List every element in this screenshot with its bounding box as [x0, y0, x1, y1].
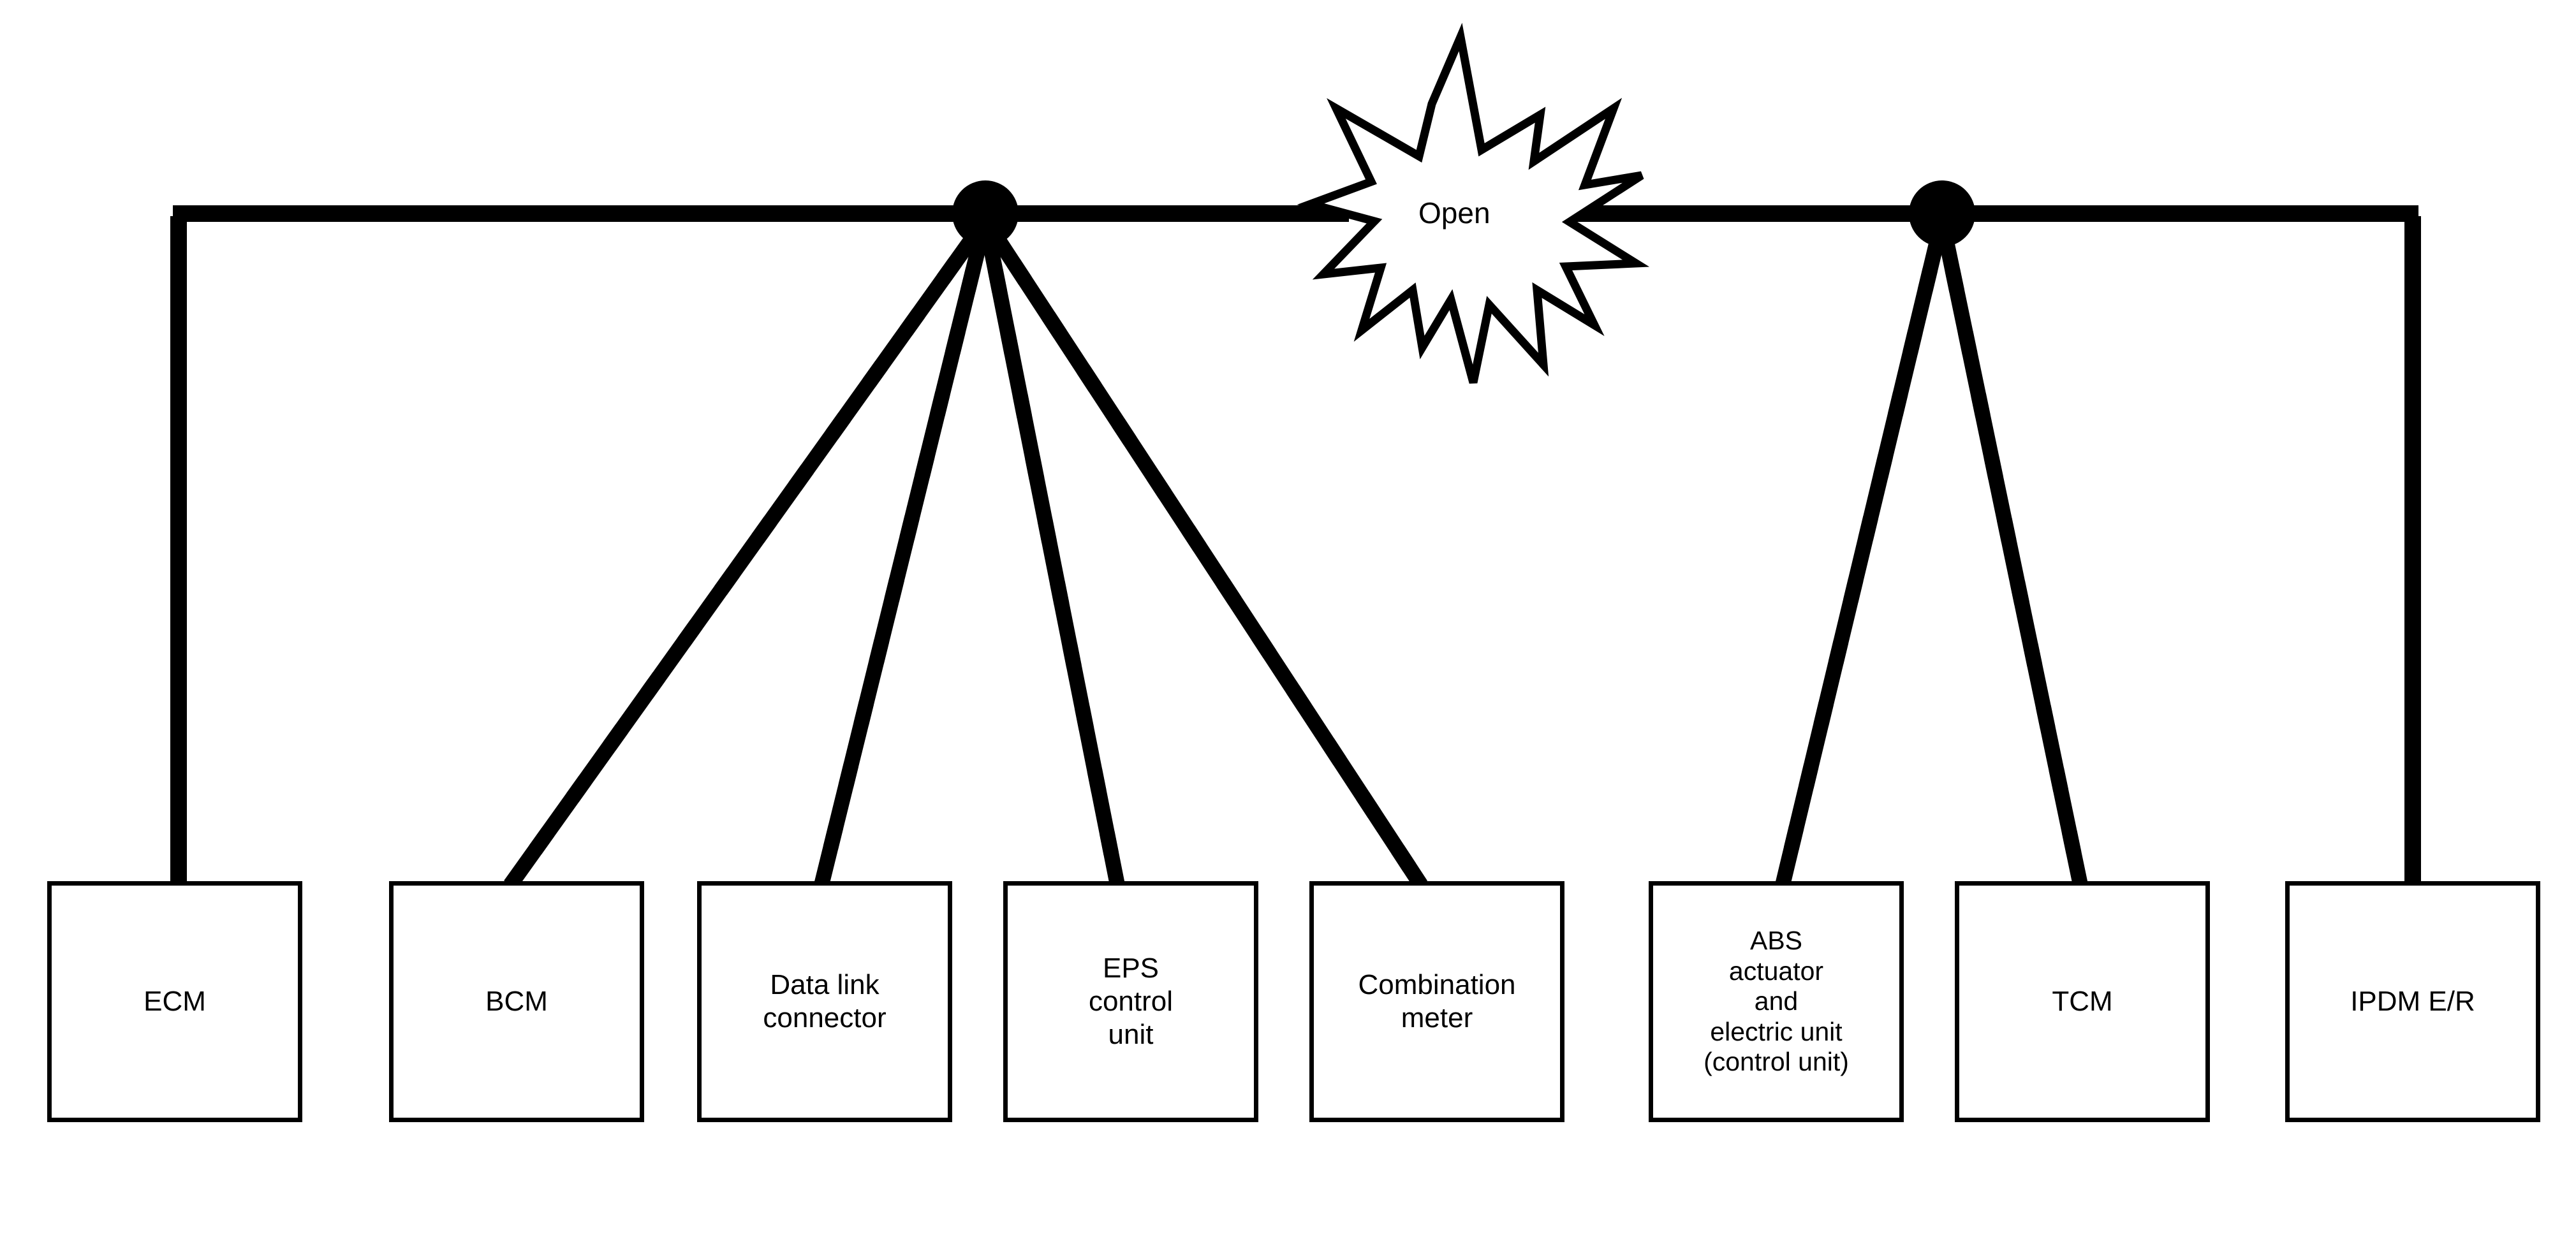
node-box-data-link-connector[interactable]: Data link connector: [697, 881, 952, 1122]
node-label-tcm: TCM: [2052, 986, 2113, 1018]
node-label-ecm: ECM: [144, 986, 206, 1018]
right-junction-node: [1909, 180, 1975, 247]
branch-lines-group: [504, 216, 2088, 889]
bus-dash-holes: [173, 214, 2418, 886]
node-box-abs-actuator[interactable]: ABS actuator and electric unit (control …: [1649, 881, 1904, 1122]
open-fault-burst-icon: [1297, 22, 1650, 384]
left-junction-node: [952, 180, 1019, 247]
open-fault-label: Open: [1418, 196, 1490, 230]
node-box-ecm[interactable]: ECM: [47, 881, 302, 1122]
node-label-eps-control-unit: EPS control unit: [1088, 953, 1174, 1050]
node-box-eps-control-unit[interactable]: EPS control unit: [1003, 881, 1258, 1122]
node-box-bcm[interactable]: BCM: [389, 881, 644, 1122]
node-label-ipdm-er: IPDM E/R: [2350, 986, 2475, 1018]
node-label-bcm: BCM: [485, 986, 548, 1018]
node-box-ipdm-er[interactable]: IPDM E/R: [2285, 881, 2540, 1122]
node-label-data-link-connector: Data link connector: [763, 969, 887, 1034]
node-box-tcm[interactable]: TCM: [1955, 881, 2210, 1122]
bus-line-group: [170, 205, 2421, 886]
node-box-combination-meter[interactable]: Combination meter: [1309, 881, 1564, 1122]
node-label-combination-meter: Combination meter: [1358, 969, 1516, 1034]
node-label-abs-actuator: ABS actuator and electric unit (control …: [1704, 926, 1849, 1077]
